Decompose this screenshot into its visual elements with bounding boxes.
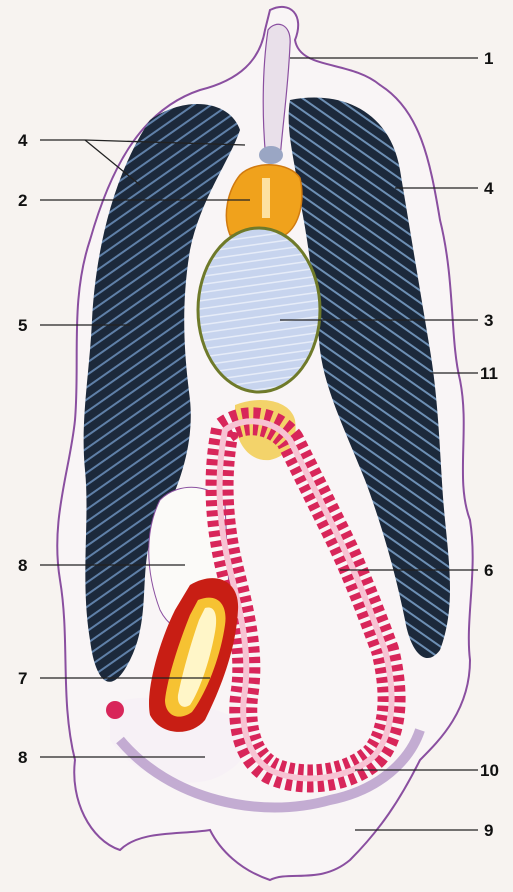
label-11: 11 xyxy=(480,365,498,382)
label-2: 2 xyxy=(18,192,27,209)
label-10: 10 xyxy=(480,762,499,779)
red-nodule xyxy=(106,701,124,719)
central-oval xyxy=(198,228,320,392)
label-7: 7 xyxy=(18,670,27,687)
label-4-right: 4 xyxy=(484,180,493,197)
stalk-bulb xyxy=(259,146,283,164)
label-1: 1 xyxy=(484,50,493,67)
label-3: 3 xyxy=(484,312,493,329)
label-8-top: 8 xyxy=(18,557,27,574)
label-5: 5 xyxy=(18,317,27,334)
label-6: 6 xyxy=(484,562,493,579)
label-9: 9 xyxy=(484,822,493,839)
label-4-left: 4 xyxy=(18,132,27,149)
orange-organ-core xyxy=(262,178,270,218)
label-8-bottom: 8 xyxy=(18,749,27,766)
